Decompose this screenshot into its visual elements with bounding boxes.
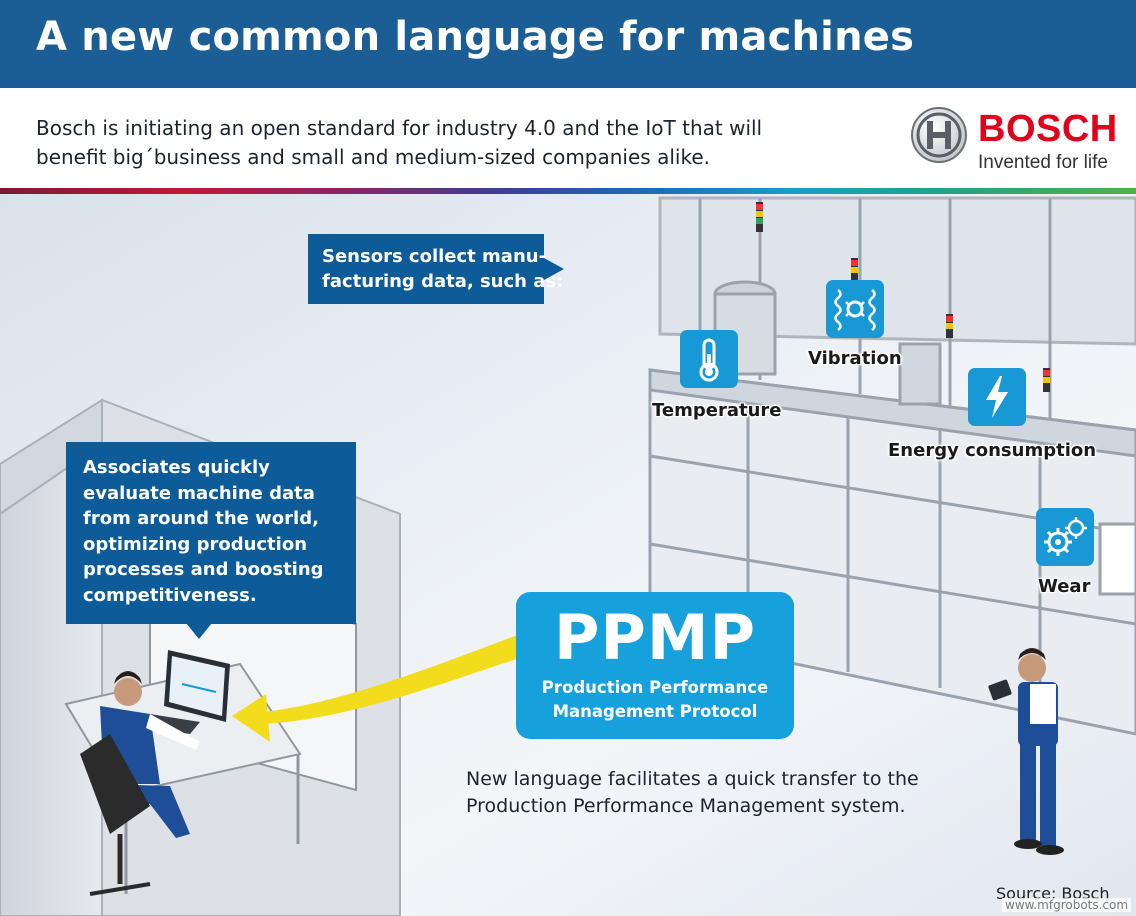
associates-line-4: optimizing production <box>83 533 308 555</box>
vibration-icon <box>834 289 876 331</box>
intro-line-2: benefit big´business and small and mediu… <box>36 145 710 169</box>
color-stripe <box>0 188 1136 194</box>
sensors-callout-line-2: facturing data, such as: <box>322 271 564 292</box>
standing-worker <box>988 648 1064 855</box>
bosch-logo: BOSCH Invented for life <box>906 102 1124 182</box>
sensors-callout: Sensors collect manu- facturing data, su… <box>308 234 563 304</box>
temperature-label: Temperature <box>652 400 782 421</box>
energy-sensor-tile <box>968 368 1026 426</box>
data-arrow-to-office <box>232 634 526 742</box>
energy-consumption-label: Energy consumption <box>888 440 1097 461</box>
associates-callout-text: Associates quickly evaluate machine data… <box>83 455 324 608</box>
vibration-label: Vibration <box>808 348 902 369</box>
vibration-sensor-tile <box>826 280 884 338</box>
bosch-wordmark: BOSCH <box>978 108 1118 150</box>
thermometer-icon <box>699 338 719 382</box>
bosch-armature-icon <box>911 107 967 163</box>
seated-worker <box>80 671 200 896</box>
signal-lights <box>756 202 1050 392</box>
ppmp-subtitle-line-1: Production Performance <box>541 678 769 697</box>
sensors-callout-line-1: Sensors collect manu- <box>322 246 547 267</box>
intro-text: Bosch is initiating an open standard for… <box>36 114 896 172</box>
wear-sensor-tile <box>1036 508 1094 566</box>
transfer-note-line-2: Production Performance Management system… <box>466 795 906 817</box>
ppmp-subtitle: Production Performance Management Protoc… <box>516 676 794 724</box>
site-watermark: www.mfgrobots.com <box>1002 898 1132 912</box>
gears-icon <box>1044 517 1087 556</box>
intro-panel: Bosch is initiating an open standard for… <box>0 88 1136 190</box>
page-title: A new common language for machines <box>36 14 915 60</box>
lightning-icon <box>986 376 1008 418</box>
ppmp-subtitle-line-2: Management Protocol <box>552 702 758 721</box>
transfer-note-line-1: New language facilitates a quick transfe… <box>466 768 919 790</box>
computer-monitor <box>140 650 230 734</box>
associates-line-5: processes and boosting <box>83 559 324 580</box>
associates-line-1: Associates quickly <box>83 457 270 478</box>
sensors-callout-text: Sensors collect manu- facturing data, su… <box>322 244 563 294</box>
sensors-callout-pointer <box>544 258 564 280</box>
wear-label: Wear <box>1038 576 1091 597</box>
associates-line-2: evaluate machine data <box>83 482 315 504</box>
associates-callout-pointer <box>186 623 212 639</box>
temperature-sensor-tile <box>680 330 738 388</box>
ppmp-badge: PPMP Production Performance Management P… <box>516 592 794 739</box>
header-banner: A new common language for machines <box>0 0 1136 88</box>
bosch-tagline: Invented for life <box>978 152 1108 173</box>
transfer-note: New language facilitates a quick transfe… <box>466 766 1006 820</box>
associates-line-3: from around the world, <box>83 508 319 529</box>
intro-line-1: Bosch is initiating an open standard for… <box>36 116 763 140</box>
associates-callout: Associates quickly evaluate machine data… <box>66 442 356 624</box>
associates-line-6: competitiveness. <box>83 584 257 606</box>
ppmp-title: PPMP <box>553 601 757 674</box>
